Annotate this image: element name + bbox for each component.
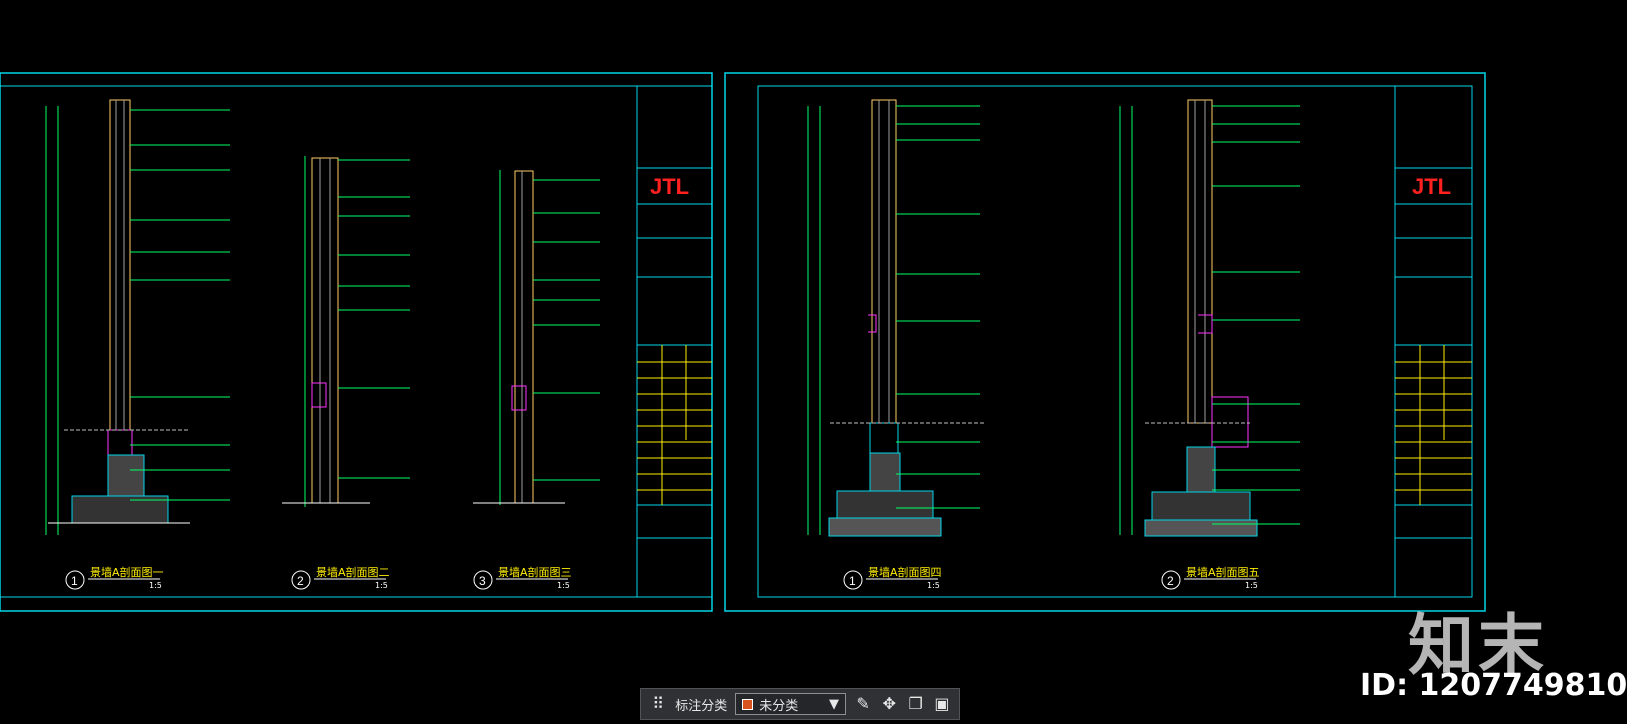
watermark-brand: 知末 (1408, 607, 1548, 684)
left-logo-text: JTL (650, 174, 689, 199)
section-right-4: 1 景墙A剖面图四 1:5 (807, 99, 985, 590)
chevron-down-icon: ▼ (829, 696, 839, 712)
section-number: 1 (71, 574, 78, 588)
scale-text: 1:5 (149, 581, 162, 590)
watermark-id: ID: 1207749810 (1360, 668, 1627, 703)
section-number: 3 (479, 574, 486, 588)
left-title-block (636, 85, 713, 598)
section-number: 2 (297, 574, 304, 588)
scale-text: 1:5 (557, 581, 570, 590)
scale-text: 1:5 (927, 581, 940, 590)
section-right-5: 2 景墙A剖面图五 1:5 (1119, 99, 1300, 590)
right-sheet-border (724, 72, 1486, 612)
scale-text: 1:5 (1245, 581, 1258, 590)
section-left-1: 1 景墙A剖面图一 1:5 (45, 99, 230, 590)
section-caption: 景墙A剖面图四 (868, 565, 942, 579)
right-title-block (1394, 85, 1473, 598)
grid-icon[interactable]: ⠿ (652, 694, 664, 713)
section-caption: 景墙A剖面图一 (90, 565, 164, 579)
section-caption: 景墙A剖面图二 (316, 565, 390, 579)
edit-icon[interactable]: ✎ (856, 694, 870, 713)
move-icon[interactable]: ✥ (882, 694, 897, 713)
section-number: 1 (849, 574, 856, 588)
scale-text: 1:5 (375, 581, 388, 590)
right-logo-text: JTL (1412, 174, 1451, 199)
category-label: 标注分类 (675, 698, 728, 714)
section-caption: 景墙A剖面图五 (1186, 565, 1260, 579)
annotation-toolbar: ⠿ 标注分类 未分类 ▼ ✎ ✥ ❐ ▣ (640, 688, 960, 720)
section-left-2: 2 景墙A剖面图二 1:5 (282, 156, 410, 590)
selected-category: 未分类 (759, 698, 799, 714)
left-sheet-border (0, 72, 713, 612)
category-select[interactable]: 未分类 ▼ (735, 693, 846, 715)
section-left-3: 3 景墙A剖面图三 1:5 (473, 170, 600, 590)
section-number: 2 (1167, 574, 1174, 588)
paste-icon[interactable]: ▣ (934, 694, 950, 713)
category-color-swatch (742, 698, 754, 710)
section-caption: 景墙A剖面图三 (498, 565, 572, 579)
copy-icon[interactable]: ❐ (908, 694, 923, 713)
